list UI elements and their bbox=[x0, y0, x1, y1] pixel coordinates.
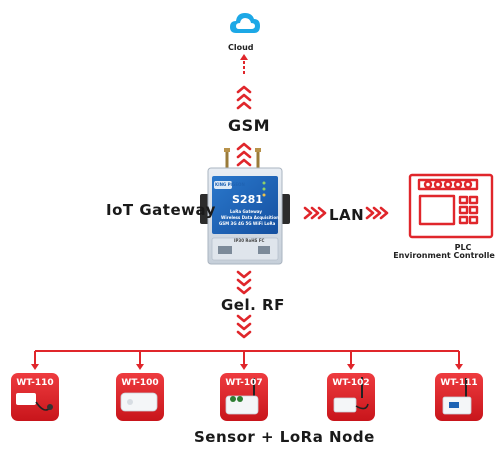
gateway-line1: LoRa Gateway bbox=[230, 209, 262, 214]
sensor-group-label: Sensor + LoRa Node bbox=[194, 428, 375, 446]
cloud-icon bbox=[230, 13, 260, 33]
gateway-label: IoT Gateway bbox=[106, 201, 216, 219]
gateway-line2: Wireless Data Acquisition bbox=[221, 215, 279, 220]
gsm-up-chevrons bbox=[236, 85, 252, 167]
sensor-node-tile bbox=[435, 373, 483, 421]
plc-subtitle: Environment Controlle bbox=[393, 251, 495, 260]
lan-right-chevrons bbox=[303, 206, 389, 220]
plc-controller-icon bbox=[408, 173, 494, 239]
sensor-model-label: WT-107 bbox=[225, 378, 263, 388]
lan-link-label: LAN bbox=[329, 206, 365, 224]
sensor-node-tile bbox=[220, 373, 268, 421]
sensor-bus bbox=[31, 350, 463, 370]
sensor-node-tile bbox=[327, 373, 375, 421]
rf-down-chevrons bbox=[236, 270, 252, 339]
gateway-brand: KING PIGEON bbox=[215, 182, 245, 187]
gsm-link-label: GSM bbox=[228, 116, 271, 135]
rf-link-label: Gel. RF bbox=[221, 296, 285, 314]
gateway-model: S281 bbox=[232, 193, 263, 206]
gateway-line3: GSM 3G 4G 5G WiFi LoRa bbox=[219, 221, 276, 226]
gateway-footer: IP30 RoHS FC bbox=[234, 238, 265, 243]
cloud-label: Cloud bbox=[228, 43, 254, 52]
sensor-model-label: WT-100 bbox=[121, 378, 159, 388]
sensor-node-tile bbox=[11, 373, 59, 421]
sensor-model-label: WT-102 bbox=[332, 378, 370, 388]
gateway-device bbox=[200, 148, 290, 265]
cloud-link-arrow bbox=[240, 54, 248, 74]
sensor-node-tile bbox=[116, 373, 164, 421]
plc-title: PLC bbox=[454, 243, 472, 252]
sensor-model-label: WT-111 bbox=[440, 378, 478, 388]
sensor-model-label: WT-110 bbox=[16, 378, 54, 388]
